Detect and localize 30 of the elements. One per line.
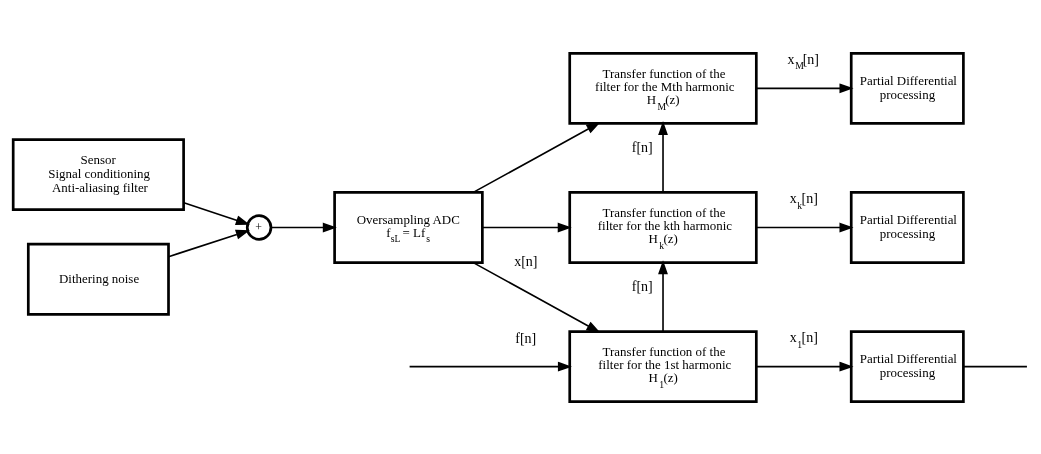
arrow [658, 120, 668, 193]
node-circle: + [245, 213, 273, 241]
arrow [270, 222, 337, 232]
node-box: Partial Differential processing [849, 51, 965, 125]
arrow [167, 229, 250, 258]
edge-label: x$_{M}$[n] [787, 51, 820, 71]
edge-label: x$_{k}$[n] [789, 190, 818, 211]
arrow [472, 121, 601, 193]
arrow [755, 222, 854, 232]
node-box: Partial Differential processing [849, 329, 965, 403]
node-box: Sensor Signal conditioning Anti-aliasing filter [11, 137, 185, 211]
arrow [755, 82, 854, 93]
arrow [183, 201, 250, 225]
node-box: Transfer function of the filter for the Mth harmonic H$_{M}$(z) [568, 51, 758, 125]
node-box: Transfer function of the filter for the kth harmonic H$_{k}$(z) [568, 190, 758, 264]
arrow [755, 361, 854, 372]
node-box: Partial Differential processing [849, 190, 965, 264]
arrow [472, 261, 601, 333]
edge-label: f[n] [631, 139, 653, 155]
connector [962, 365, 1028, 367]
edge-label: x[n] [514, 253, 538, 269]
arrow [481, 222, 572, 232]
node-box: Transfer function of the filter for the 1st harmonic H$_{1}$(z) [568, 329, 758, 403]
node-box: Dithering noise [26, 242, 170, 316]
arrow [408, 361, 572, 372]
edge-label: f[n] [515, 330, 537, 346]
node-box: Oversampling ADC f$_{sL}$ = Lf$_{s}$ [333, 190, 484, 264]
edge-label: f[n] [631, 278, 653, 294]
edge-label: x$_{1}$[n] [789, 329, 818, 350]
arrow [658, 259, 668, 332]
